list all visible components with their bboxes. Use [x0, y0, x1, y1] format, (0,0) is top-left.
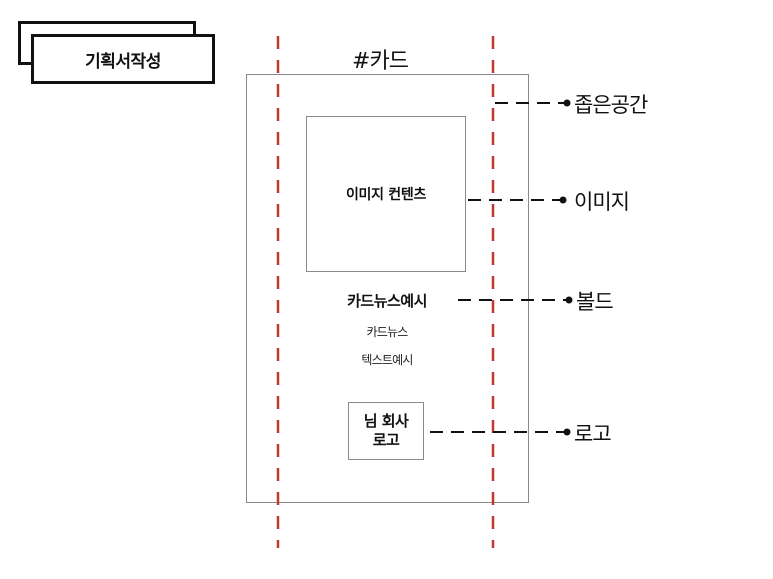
section-tag-label: 기획서작성 [85, 51, 161, 72]
callout-narrow-space: 좁은공간 [574, 93, 648, 117]
connector-dot-narrow-space [563, 99, 571, 107]
card-bold-heading: 카드뉴스예시 [347, 292, 427, 310]
callout-bold: 볼드 [576, 290, 614, 314]
section-tag: 기획서작성 [31, 34, 215, 84]
connector-dot-bold [565, 296, 573, 304]
logo-line-2: 로고 [372, 431, 400, 449]
card-body-line-1: 카드뉴스 [366, 325, 409, 339]
logo-line-1: 님 회사 [363, 412, 409, 430]
card-frame [246, 74, 529, 503]
connector-dot-logo [563, 428, 571, 436]
callout-image: 이미지 [574, 190, 630, 214]
connector-dot-image [559, 196, 567, 204]
logo-placeholder: 님 회사 로고 [348, 402, 424, 460]
image-placeholder: 이미지 컨텐츠 [306, 116, 466, 272]
callout-logo: 로고 [574, 422, 612, 446]
card-body-line-2: 텍스트예시 [361, 353, 413, 367]
card-title: #카드 [352, 49, 409, 74]
image-placeholder-label: 이미지 컨텐츠 [345, 187, 427, 203]
